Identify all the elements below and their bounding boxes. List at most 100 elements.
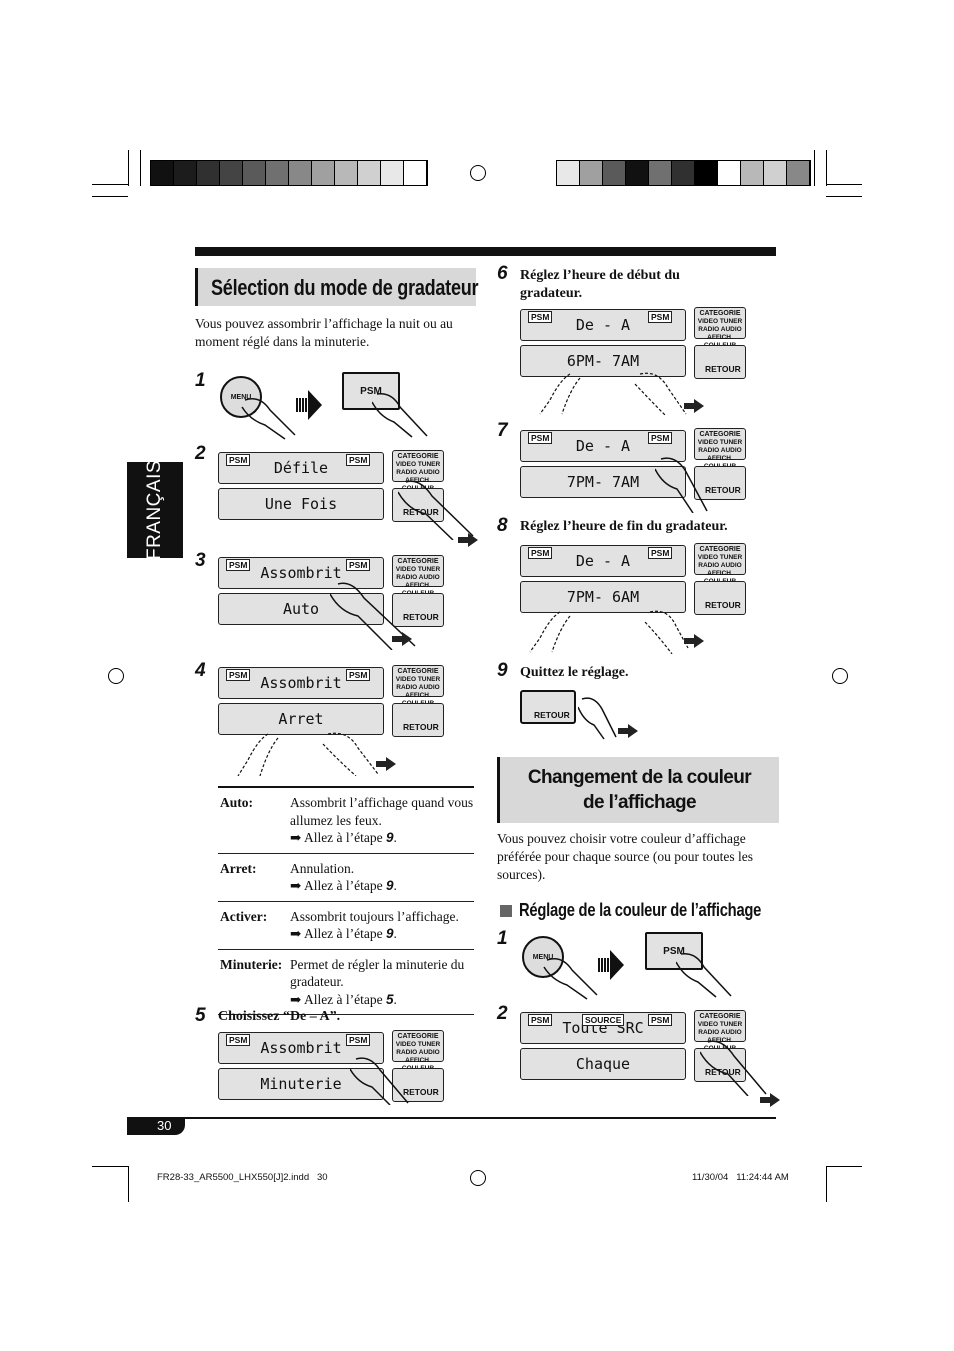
calibration-swatch	[151, 161, 174, 185]
finger-icon	[330, 582, 416, 650]
goto-step: 9	[386, 830, 394, 845]
psm-tag-left: PSM	[226, 559, 251, 571]
table-row: Activer:Assombrit toujours l’affichage.➡…	[218, 901, 474, 950]
right-arrow-icon	[598, 950, 624, 980]
top-rule	[195, 247, 776, 256]
option-description: Assombrit l’affichage quand vous allumez…	[290, 788, 474, 854]
finger-icon	[241, 398, 296, 440]
calibration-swatch	[580, 161, 603, 185]
sub-step-2-number: 2	[497, 1003, 508, 1024]
side-tab: FRANÇAIS	[127, 459, 183, 561]
calibration-swatch	[335, 161, 358, 185]
crop-mark-tl2-v	[140, 150, 141, 186]
crop-mark-tl2	[92, 196, 128, 197]
finger-icon	[350, 1057, 409, 1105]
calibration-swatch	[220, 161, 243, 185]
option-text: Annulation.	[290, 860, 355, 876]
option-key: Arret:	[218, 853, 290, 902]
step-3-number: 3	[195, 550, 206, 571]
psm-button[interactable]: PSM	[645, 932, 703, 970]
retour-button[interactable]: RETOUR	[392, 593, 444, 627]
calibration-swatch	[787, 161, 810, 185]
goto-prefix: ➡ Allez à l’étape	[290, 830, 387, 845]
calibration-swatch	[289, 161, 312, 185]
calibration-swatch	[741, 161, 764, 185]
lcd-bottom-line: Arret	[218, 703, 384, 735]
menu-button[interactable]: MENU	[522, 936, 564, 978]
psm-tag-left: PSM	[528, 1014, 553, 1026]
table-row: Minuterie:Permet de régler la minuterie …	[218, 949, 474, 1015]
retour-button[interactable]: RETOUR	[694, 466, 746, 500]
calibration-swatch	[603, 161, 626, 185]
step-2-number: 2	[195, 443, 206, 464]
finger-icon	[676, 953, 732, 998]
option-key: Minuterie:	[218, 949, 290, 1015]
options-table-top-rule	[218, 786, 474, 788]
retour-button[interactable]: RETOUR	[694, 581, 746, 615]
calibration-swatch	[718, 161, 741, 185]
step-8-label: Réglez l’heure de fin du gradateur.	[520, 519, 728, 534]
calibration-swatch	[672, 161, 695, 185]
page-number: 30	[157, 1118, 172, 1133]
menu-button[interactable]: MENU	[220, 376, 262, 418]
finger-icon	[543, 958, 598, 1000]
table-row: Arret:Annulation.➡ Allez à l’étape 9.	[218, 853, 474, 902]
psm-tag-right: PSM	[346, 559, 371, 571]
table-row: Auto:Assombrit l’affichage quand vous al…	[218, 788, 474, 854]
source-tag: SOURCE	[582, 1014, 625, 1026]
calibration-swatch	[695, 161, 718, 185]
section-title-box: Sélection du mode de gradateur	[195, 268, 479, 306]
retour-button[interactable]: RETOUR	[392, 1068, 444, 1102]
psm-tag-right: PSM	[346, 454, 371, 466]
lcd-bottom-line: 6PM- 7AM	[520, 345, 686, 377]
calibration-swatch	[358, 161, 381, 185]
psm-tag-left: PSM	[528, 311, 553, 323]
retour-button[interactable]: RETOUR	[392, 703, 444, 737]
option-goto: ➡ Allez à l’étape 9.	[290, 926, 397, 941]
calibration-swatch	[649, 161, 672, 185]
side-tab-label: FRANÇAIS	[144, 459, 165, 561]
calibration-swatch	[266, 161, 289, 185]
crop-mark-bl-v	[128, 1166, 129, 1202]
calibration-swatch	[243, 161, 266, 185]
page-number-tab: 30	[127, 1117, 185, 1135]
option-description: Permet de régler la minuterie du gradate…	[290, 949, 474, 1015]
lcd-bottom-line: Une Fois	[218, 488, 384, 520]
registration-target-bottom	[470, 1170, 486, 1186]
section-title-2: Changement de la couleur de l’affichage	[527, 767, 752, 813]
retour-button[interactable]: RETOUR	[694, 345, 746, 379]
menu-button-label: MENU	[532, 953, 554, 961]
finger-icon	[529, 610, 689, 654]
psm-tag-right: PSM	[648, 311, 673, 323]
crop-mark-tr	[826, 184, 862, 185]
psm-button[interactable]: PSM	[342, 372, 400, 410]
finger-icon	[237, 732, 379, 776]
retour-button-standalone[interactable]: RETOUR	[520, 690, 576, 724]
intro-text: Vous pouvez assombrir l’affichage la nui…	[195, 316, 453, 349]
finger-icon	[578, 697, 617, 740]
crop-mark-tr2	[826, 196, 862, 197]
right-arrow-icon	[296, 390, 322, 420]
calibration-swatch	[381, 161, 404, 185]
goto-step: 9	[386, 926, 394, 941]
finger-icon	[372, 393, 428, 438]
psm-tag-right: PSM	[648, 547, 673, 559]
footer-date: 11/30/04 11:24:44 AM	[692, 1172, 789, 1183]
goto-prefix: ➡ Allez à l’étape	[290, 878, 387, 893]
option-text: Assombrit l’affichage quand vous allumez…	[290, 795, 474, 828]
registration-target-left	[108, 668, 124, 684]
step-9-number: 9	[497, 660, 508, 681]
lcd-bottom-line: Chaque	[520, 1048, 686, 1080]
goto-step: 9	[386, 878, 394, 893]
psm-tag-left: PSM	[528, 547, 553, 559]
crop-mark-tl	[92, 184, 128, 185]
finger-icon	[398, 480, 474, 540]
goto-prefix: ➡ Allez à l’étape	[290, 926, 387, 941]
